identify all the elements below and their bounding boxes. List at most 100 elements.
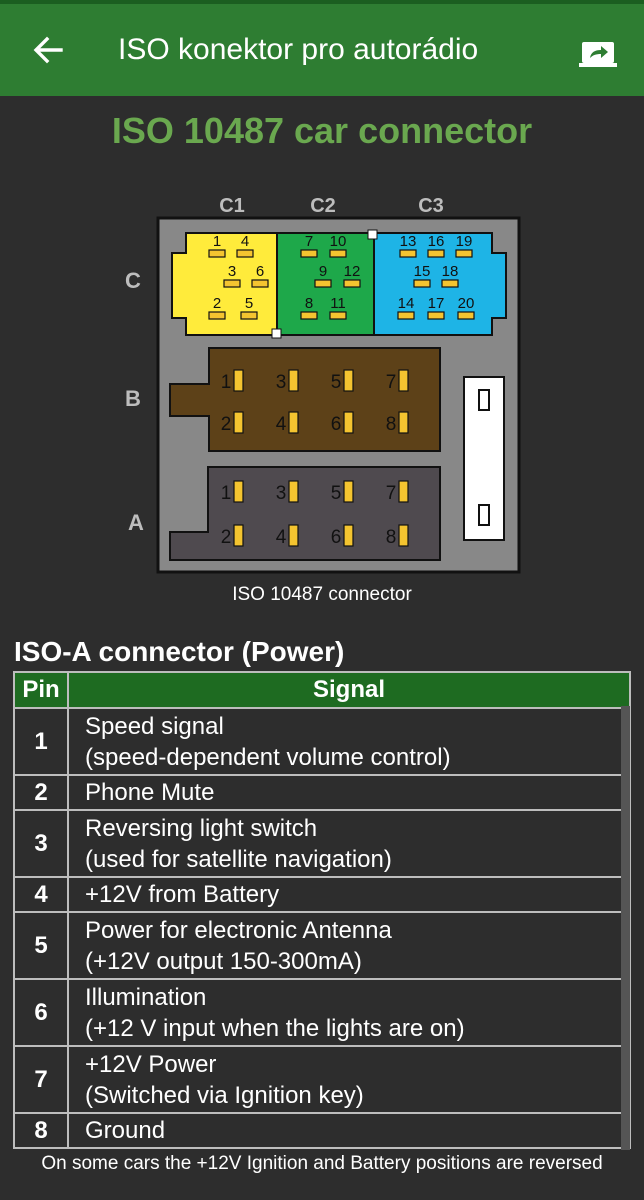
table-row: 5 Power for electronic Antenna(+12V outp… [13, 911, 631, 980]
pin-contact [398, 524, 409, 547]
row-label-b: B [125, 386, 141, 411]
pin-contact [314, 279, 332, 288]
section-title: ISO-A connector (Power) [14, 636, 345, 667]
b-block [169, 347, 441, 452]
app-title: ISO konektor pro autorádio [118, 33, 479, 66]
diagram-caption: ISO 10487 connector [232, 584, 412, 605]
table-row: 1 Speed signal(speed-dependent volume co… [13, 707, 631, 776]
pin-label: 13 [400, 233, 417, 250]
pin-label: 3 [276, 372, 287, 393]
c-key-bottom [271, 328, 282, 339]
table-row: 8 Ground [13, 1112, 631, 1149]
signal-line: +12V from Battery [85, 881, 280, 908]
pin-contact [208, 249, 226, 258]
signal-cell: +12V from Battery [67, 876, 631, 913]
c3-block [373, 232, 507, 336]
pin-label: 6 [331, 414, 342, 435]
pin-number: 7 [13, 1045, 69, 1114]
pin-label: 14 [398, 295, 415, 312]
pin-contact [240, 311, 258, 320]
pin-label: 2 [221, 527, 232, 548]
pin-contact [300, 311, 318, 320]
signal-line: Illumination [85, 983, 207, 1011]
pin-contact [427, 311, 445, 320]
table-row: 7 +12V Power (Switched via Ignition key) [13, 1045, 631, 1114]
pin-label: 5 [331, 372, 342, 393]
row-label-c: C [125, 268, 141, 293]
pin-label: 17 [428, 295, 445, 312]
pin-contact [343, 279, 361, 288]
pin-label: 5 [331, 483, 342, 504]
table-row: 6 Illumination (+12 V input when the ligh… [13, 978, 631, 1047]
pin-contact [329, 249, 347, 258]
pin-contact [455, 249, 473, 258]
pin-label: 6 [256, 263, 264, 280]
signal-line: Speed signal [85, 712, 224, 740]
pin-label: 19 [456, 233, 473, 250]
pin-number: 8 [13, 1112, 69, 1149]
signal-cell: Speed signal(speed-dependent volume cont… [67, 707, 631, 776]
pin-contact [329, 311, 347, 320]
pin-contact [300, 249, 318, 258]
pin-label: 1 [221, 372, 232, 393]
column-label-c3: C3 [418, 195, 444, 217]
pin-contact [441, 279, 459, 288]
signal-line: (used for satellite navigation) [85, 845, 392, 873]
pin-contact [413, 279, 431, 288]
pin-label: 4 [276, 527, 287, 548]
signal-line: (+12V output 150-300mA) [85, 947, 362, 975]
pin-table: Pin Signal 1 Speed signal(speed-dependen… [13, 671, 631, 1149]
pin-number: 4 [13, 876, 69, 913]
latch-slot-top [478, 389, 490, 411]
pin-label: 3 [276, 483, 287, 504]
pin-contact [343, 369, 354, 392]
pin-label: 16 [428, 233, 445, 250]
pin-label: 2 [213, 295, 221, 312]
column-label-c1: C1 [219, 195, 245, 217]
pin-label: 8 [305, 295, 313, 312]
share-icon [579, 42, 617, 67]
table-row: 2 Phone Mute [13, 774, 631, 811]
signal-line: +12V Power [85, 1050, 217, 1078]
pin-label: 11 [330, 295, 346, 312]
pin-label: 2 [221, 414, 232, 435]
pin-label: 4 [241, 233, 249, 250]
pin-contact [398, 480, 409, 503]
pin-label: 8 [386, 527, 397, 548]
app-bar: ISO konektor pro autorádio [0, 0, 644, 96]
arrow-left-icon [33, 36, 63, 64]
pin-label: 20 [458, 295, 475, 312]
table-row: 3 Reversing light switch(used for satell… [13, 809, 631, 878]
pin-label: 3 [228, 263, 236, 280]
pin-label: 5 [245, 295, 253, 312]
signal-line: (+12 V input when the lights are on) [85, 1014, 465, 1042]
share-button[interactable] [566, 26, 630, 82]
pin-number: 1 [13, 707, 69, 776]
pin-label: 7 [386, 372, 397, 393]
header-signal: Signal [67, 671, 631, 709]
pin-contact [343, 480, 354, 503]
page-heading: ISO 10487 car connector [111, 110, 533, 151]
latch-slot-bottom [478, 504, 490, 526]
c-key-top [367, 229, 378, 240]
signal-line: Reversing light switch [85, 814, 318, 842]
pin-label: 18 [442, 263, 459, 280]
pin-contact [233, 411, 244, 434]
pin-number: 5 [13, 911, 69, 980]
pin-label: 4 [276, 414, 287, 435]
pin-contact [457, 311, 475, 320]
signal-cell: Phone Mute [67, 774, 631, 811]
table-header-row: Pin Signal [13, 671, 631, 709]
column-label-c2: C2 [310, 195, 336, 217]
pin-number: 2 [13, 774, 69, 811]
pin-contact [288, 524, 299, 547]
pin-contact [251, 279, 269, 288]
pin-number: 6 [13, 978, 69, 1047]
pin-label: 9 [319, 263, 327, 280]
row-label-a: A [128, 510, 144, 535]
back-button[interactable] [0, 4, 96, 96]
signal-line: (Switched via Ignition key) [85, 1081, 364, 1109]
signal-cell: Ground [67, 1112, 631, 1149]
table-scrollbar[interactable] [621, 706, 630, 1150]
